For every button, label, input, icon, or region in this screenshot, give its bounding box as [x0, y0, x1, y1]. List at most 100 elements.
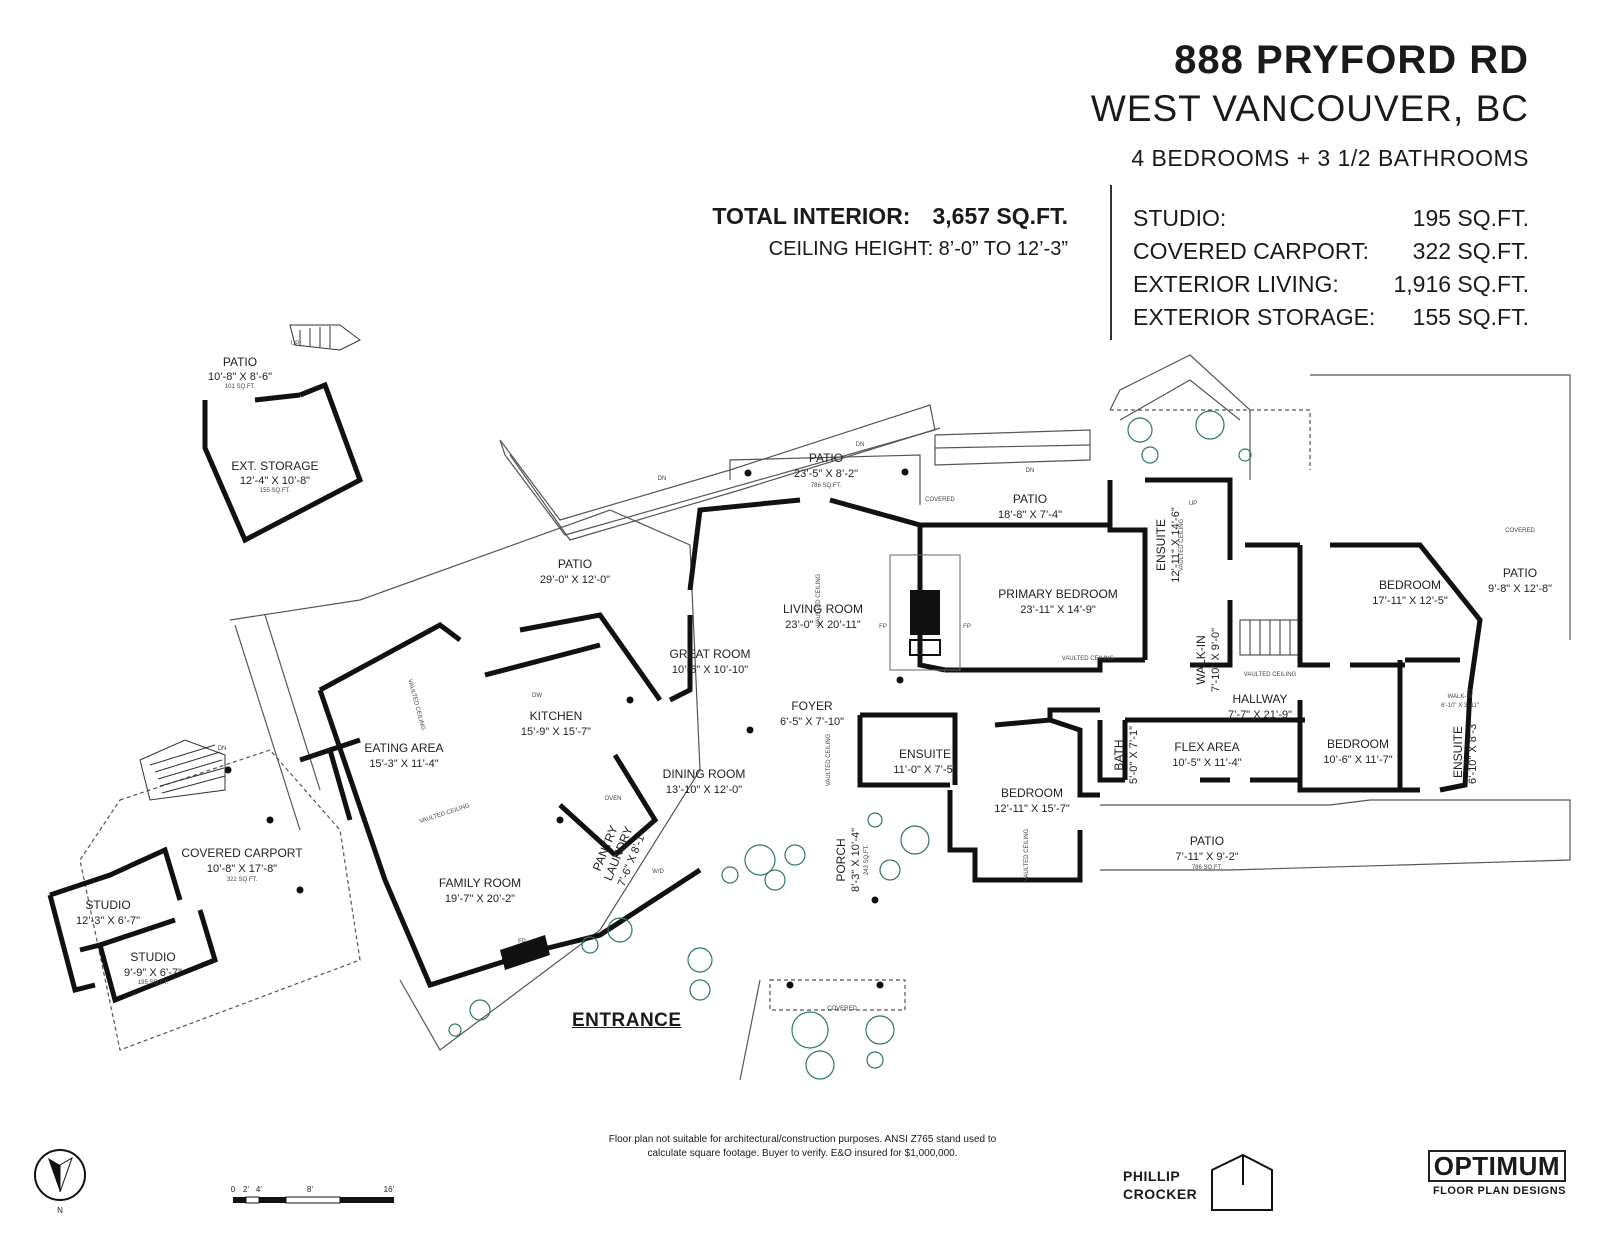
room-dim: 10’-6" X 11’-7" — [1323, 754, 1392, 766]
room-area: 243 SQ.FT. — [864, 845, 870, 876]
room-name: FLEX AREA — [1174, 740, 1239, 754]
note-fp: FP — [518, 939, 526, 945]
room-dim: 12’-4" X 10’-8" — [240, 475, 310, 487]
walls — [47, 381, 1483, 1004]
room-dim: 15’-9" X 15’-7" — [521, 726, 591, 738]
landscape-trees — [448, 410, 1252, 1080]
stairs — [139, 324, 1301, 801]
room-dim: 23’-0" X 20’-11" — [785, 619, 861, 631]
rotated-labels: ENSUITE 12’-11" X 14’-6" WALK-IN 7’-10" … — [590, 507, 1479, 892]
scale-tick: 0 — [231, 1185, 236, 1194]
room-name: PATIO — [223, 355, 257, 369]
area-stats: STUDIO:195 SQ.FT. COVERED CARPORT:322 SQ… — [1133, 205, 1529, 337]
room-name: EATING AREA — [364, 741, 443, 755]
optimum-tagline: FLOOR PLAN DESIGNS — [1432, 1185, 1566, 1197]
room-dim: 6’-10" X 8’-3" — [1467, 720, 1479, 784]
phillip-crocker-brand: PHILLIP CROCKER — [1123, 1167, 1213, 1203]
deck-outlines — [79, 374, 1571, 1081]
note-up: UP — [291, 341, 299, 347]
room-dim: 18’-8" X 7’-4" — [998, 509, 1062, 521]
optimum-logo: OPTIMUM — [1427, 1150, 1566, 1182]
room-dim: 9’-9" X 6’-7" — [124, 967, 182, 979]
bed-bath-summary: 4 BEDROOMS + 3 1/2 BATHROOMS — [1131, 145, 1529, 171]
room-name: FOYER — [791, 699, 833, 713]
stat-label: COVERED CARPORT: — [1133, 238, 1370, 264]
room-dim: 7’-7" X 21’-9" — [1228, 709, 1292, 721]
stat-row: EXTERIOR STORAGE:155 SQ.FT. — [1133, 304, 1529, 337]
room-area: 786 SQ.FT. — [811, 483, 842, 489]
room-name: PATIO — [558, 557, 592, 571]
scale-tick: 8’ — [307, 1185, 313, 1194]
stat-label: STUDIO: — [1133, 205, 1227, 231]
note-wd: W/D — [652, 869, 664, 875]
stat-value: 1,916 SQ.FT. — [1393, 271, 1529, 297]
ceiling-height: CEILING HEIGHT: 8’-0” TO 12’-3” — [768, 238, 1068, 260]
room-dim: 17’-11" X 12’-5" — [1372, 595, 1448, 607]
room-name: BEDROOM — [1327, 737, 1389, 751]
property-address: 888 PRYFORD RD — [1174, 38, 1529, 82]
room-name: DINING ROOM — [663, 767, 746, 781]
note-vaulted: VAULTED CEILING — [1244, 672, 1297, 678]
room-area: 155 SQ.FT. — [260, 488, 291, 494]
total-interior-value: 3,657 SQ.FT. — [932, 203, 1068, 229]
room-dim: 8’-3" X 10’-4" — [850, 828, 862, 892]
note-covered: COVERED — [827, 1006, 857, 1012]
room-labels: PATIO 10’-8" X 8’-6" 101 SQ.FT. EXT. STO… — [76, 355, 1552, 986]
scale-tick: 16’ — [384, 1185, 395, 1194]
room-name: BEDROOM — [1379, 578, 1441, 592]
room-area: 101 SQ.FT. — [225, 384, 256, 390]
room-dim: 12’-11" X 14’-6" — [1170, 507, 1182, 583]
room-dim: 13’-10" X 12’-0" — [666, 784, 742, 796]
scale-bar: 0 2’ 4’ 8’ 16’ — [231, 1185, 395, 1204]
note-vaulted: VAULTED CEILING — [1179, 518, 1185, 571]
total-interior-label: TOTAL INTERIOR: — [712, 203, 911, 229]
note-dn: DN — [658, 476, 667, 482]
scale-tick: 2’ — [243, 1185, 249, 1194]
room-name: BATH — [1112, 739, 1126, 770]
note-fp: FP — [963, 624, 971, 630]
room-name: GREAT ROOM — [670, 647, 751, 661]
room-dim: 10’-5" X 11’-4" — [1172, 757, 1241, 769]
total-interior: TOTAL INTERIOR: 3,657 SQ.FT. — [712, 203, 1068, 230]
plan-notes: COVERED COVERED COVERED DN DN DN DN UP U… — [218, 341, 1536, 1012]
stat-row: STUDIO: 195 SQ.FT. — [1133, 205, 1529, 238]
note-covered: COVERED — [925, 497, 955, 503]
room-dim: 12’-3" X 6’-7" — [76, 915, 140, 927]
note-covered: COVERED — [1505, 528, 1535, 534]
note-vaulted: VAULTED CEILING — [1062, 656, 1115, 662]
room-name: KITCHEN — [530, 709, 583, 723]
room-dim: 10’-5" X 10’-10" — [672, 664, 748, 676]
room-dim: 5’-0" X 7’-1" — [1128, 726, 1140, 784]
primary-ensuite-bay — [1109, 354, 1251, 480]
disclaimer: Floor plan not suitable for architectura… — [608, 1134, 997, 1159]
note-vaulted: VAULTED CEILING — [1024, 828, 1030, 881]
room-dim: 6’-10" X 3’-11" — [1441, 703, 1479, 709]
optimum-brand: OPTIMUM FLOOR PLAN DESIGNS — [1426, 1150, 1566, 1197]
room-name: ENSUITE — [1154, 519, 1168, 571]
phillip-crocker-logo-icon — [1211, 1153, 1273, 1211]
room-name: PATIO — [1503, 566, 1537, 580]
note-dn: DN — [218, 746, 227, 752]
room-name: COVERED CARPORT — [181, 846, 303, 860]
room-dim: 6’-5" X 7’-10" — [780, 716, 844, 728]
note-dn: DN — [856, 442, 865, 448]
room-name: HALLWAY — [1232, 692, 1287, 706]
note-dw: DW — [532, 693, 542, 699]
room-name: PATIO — [1190, 834, 1224, 848]
room-dim: 23’-5" X 8’-2" — [794, 468, 858, 480]
room-dim: 29’-0" X 12’-0" — [540, 574, 610, 586]
room-name: STUDIO — [85, 898, 130, 912]
room-name: FAMILY ROOM — [439, 876, 521, 890]
note-vaulted: VAULTED CEILING — [406, 679, 425, 732]
fireplaces — [500, 554, 961, 970]
note-vaulted: VAULTED CEILING — [826, 733, 832, 786]
note-vaulted: VAULTED CEILING — [419, 803, 471, 825]
room-dim: 10’-8" X 8’-6" — [208, 371, 272, 383]
note-oven: OVEN — [604, 796, 621, 802]
entrance-label: ENTRANCE — [572, 1010, 682, 1031]
room-area: 195 SQ.FT. — [138, 980, 169, 986]
room-name: WALK-IN — [1448, 694, 1473, 700]
stat-label: EXTERIOR STORAGE: — [1133, 304, 1376, 330]
stat-value: 195 SQ.FT. — [1412, 205, 1529, 231]
